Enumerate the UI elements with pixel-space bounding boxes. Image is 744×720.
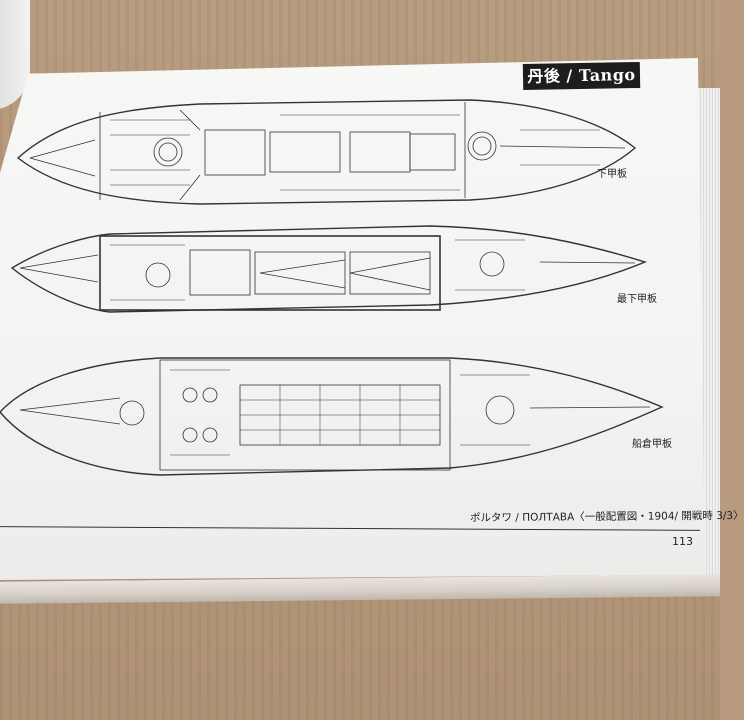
deck-label-lower: 最下甲板 — [617, 294, 657, 305]
plan-caption: ポルタワ / ПОЛТАВА〈一般配置図・1904/ 開戦時 3/3〉 — [469, 509, 744, 525]
ship-plans — [0, 99, 664, 476]
ship-title-badge: 丹後 / Tango — [522, 61, 641, 91]
lower-deck-plan — [10, 225, 648, 313]
book-page — [0, 58, 705, 580]
deck-label-hold: 船倉甲板 — [632, 439, 672, 450]
hold-deck-plan — [0, 357, 664, 476]
upper-deck-plan — [16, 99, 637, 205]
page-number: 113 — [672, 535, 693, 548]
deck-label-upper: 下甲板 — [597, 169, 627, 180]
